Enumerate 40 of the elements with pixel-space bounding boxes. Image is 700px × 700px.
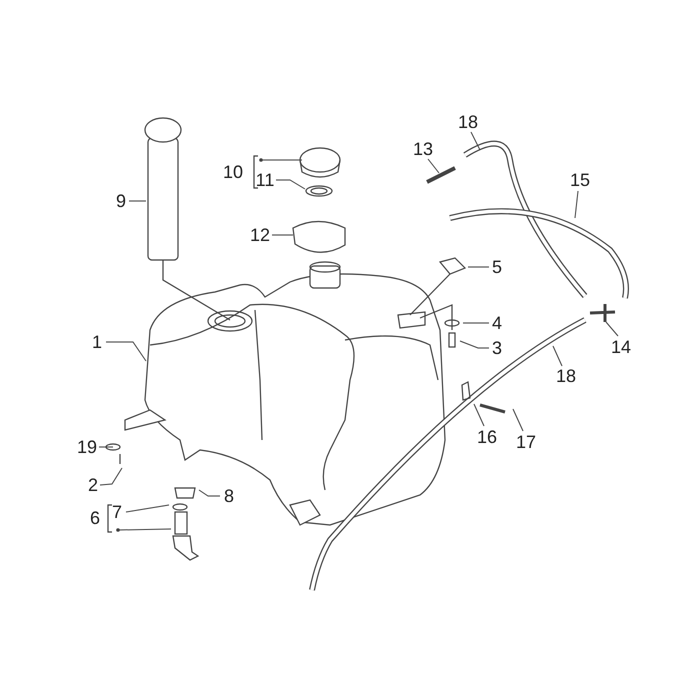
- callout-number: 16: [476, 428, 498, 446]
- leader-line: [606, 322, 618, 336]
- callout-number: 10: [222, 163, 244, 181]
- leader-line: [552, 346, 562, 366]
- leader-line: [470, 132, 480, 150]
- leader-line: [462, 322, 490, 324]
- leader-line: [276, 180, 306, 190]
- callout-number: 17: [516, 433, 536, 451]
- leader-line: [474, 404, 484, 426]
- leader-line: [128, 200, 146, 202]
- callout-number: 18: [556, 367, 576, 385]
- callout-number: 15: [570, 171, 590, 189]
- leader-line: [512, 408, 524, 432]
- leader-line: [116, 528, 172, 532]
- leader-line: [428, 158, 440, 174]
- callout-number: 4: [492, 314, 502, 332]
- callout-number: 12: [250, 226, 270, 244]
- leader-line: [106, 342, 146, 362]
- callout-number: 5: [492, 258, 502, 276]
- leader-line: [574, 190, 578, 218]
- leader-line: [198, 490, 220, 496]
- callout-number: 11: [256, 171, 274, 189]
- callout-number: 6: [90, 509, 100, 527]
- callout-number: 8: [224, 487, 234, 505]
- leader-line: [98, 446, 114, 448]
- callout-number: 7: [112, 503, 122, 521]
- leader-line: [468, 266, 490, 268]
- callout-number: 19: [76, 438, 98, 456]
- callout-number: 1: [92, 333, 102, 351]
- leader-line: [460, 340, 490, 348]
- leader-line: [272, 234, 294, 236]
- callout-number: 18: [458, 113, 478, 131]
- callout-number: 13: [412, 140, 434, 158]
- callout-number: 3: [492, 339, 502, 357]
- leader-line: [100, 468, 122, 486]
- callout-number: 9: [116, 192, 126, 210]
- leader-line: [259, 158, 302, 162]
- callout-number: 2: [88, 476, 98, 494]
- callout-number: 14: [610, 338, 632, 356]
- leader-line: [126, 504, 170, 512]
